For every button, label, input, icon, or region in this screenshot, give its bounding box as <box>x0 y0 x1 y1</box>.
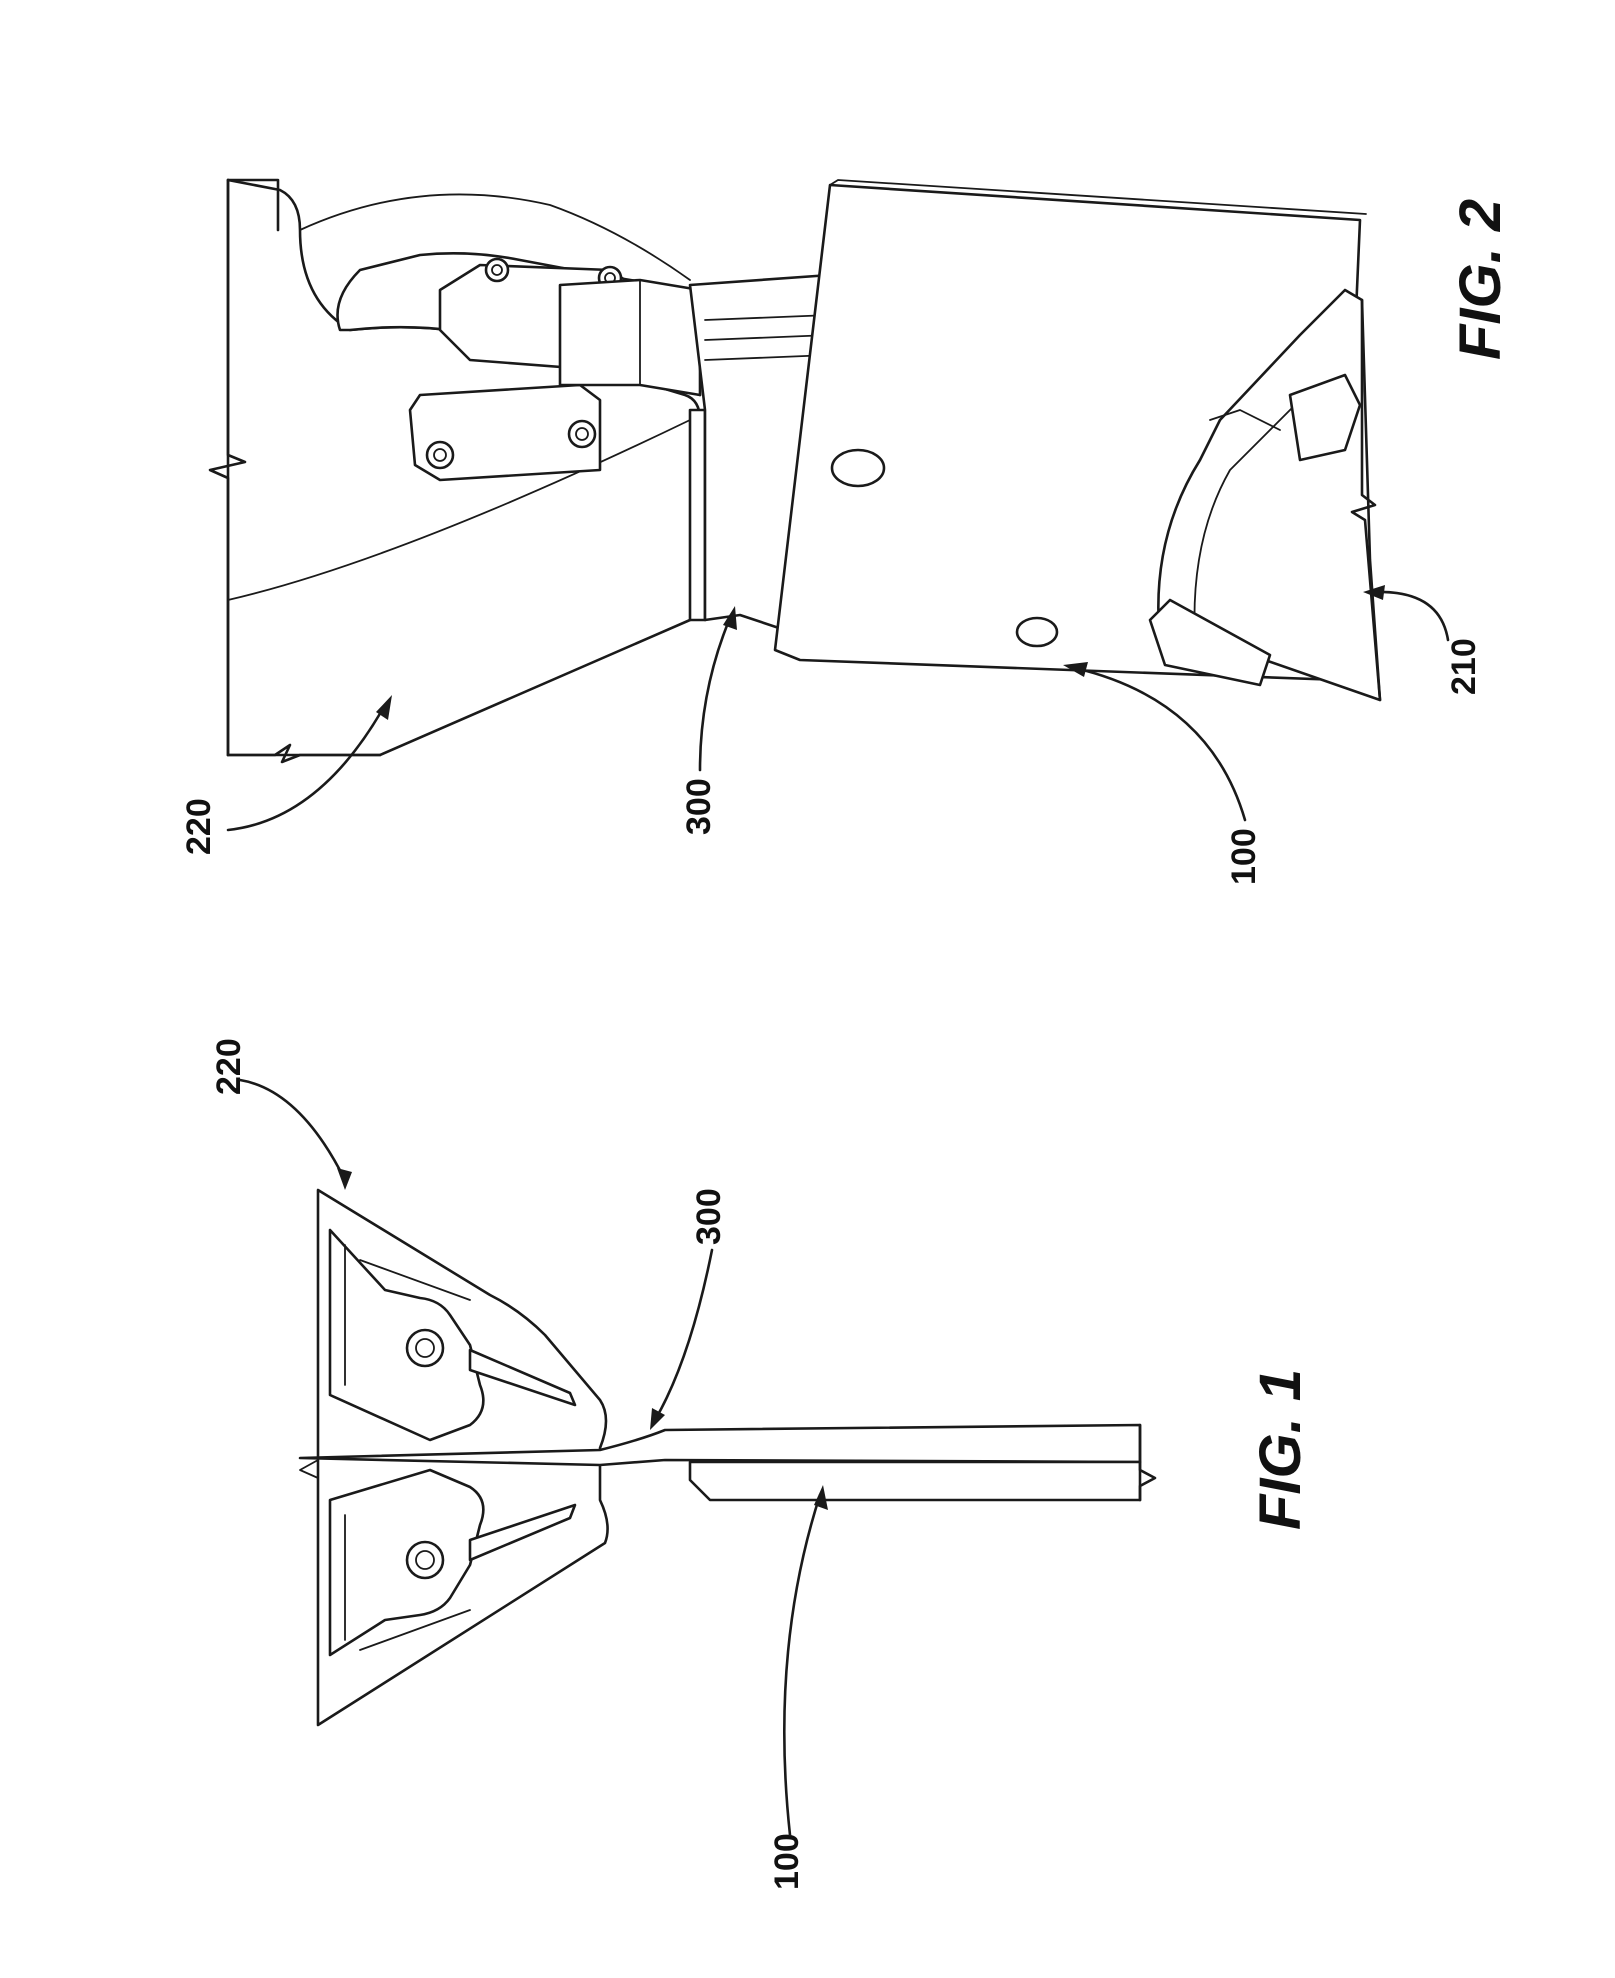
fig2-ref-300: 300 <box>680 778 718 835</box>
fig1-ref-220: 220 <box>210 1038 248 1095</box>
fig1-leader-300 <box>655 1250 712 1420</box>
fig2-ref-220: 220 <box>180 798 218 855</box>
figure-2 <box>210 180 1380 762</box>
fig2-title: FIG. 2 <box>1448 199 1513 360</box>
fig1-leader-220 <box>240 1080 345 1180</box>
fig1-ref-100: 100 <box>768 1833 806 1890</box>
fig2-leader-210 <box>1375 592 1448 640</box>
fig2-block <box>560 280 700 395</box>
fig2-upper-link-bolt-1 <box>486 259 508 281</box>
fig1-arrow-220 <box>337 1168 352 1190</box>
fig2-plate-hole-small <box>1017 618 1057 646</box>
fig2-lower-link-bolt-1 <box>427 442 453 468</box>
fig1-blade-break-symbol <box>1140 1425 1155 1500</box>
fig1-upper-pivot-outer <box>407 1330 443 1366</box>
figure-1 <box>300 1190 1155 1725</box>
fig2-leader-300 <box>700 618 730 770</box>
fig2-lower-link-bolt-2 <box>569 421 595 447</box>
fig1-lower-pivot-outer <box>407 1542 443 1578</box>
fig2-plate-hole-large <box>832 450 884 486</box>
fig1-ref-300: 300 <box>690 1188 728 1245</box>
fig2-ref-210: 210 <box>1445 638 1483 695</box>
fig2-leader-100 <box>1075 668 1245 820</box>
fig2-housing-front-face <box>690 410 705 620</box>
fig1-leader-100 <box>784 1495 820 1835</box>
fig1-title: FIG. 1 <box>1248 1369 1313 1530</box>
fig2-ref-100: 100 <box>1225 828 1263 885</box>
fig1-anvil-plate <box>690 1462 1140 1500</box>
fig1-arrow-300 <box>650 1408 665 1430</box>
